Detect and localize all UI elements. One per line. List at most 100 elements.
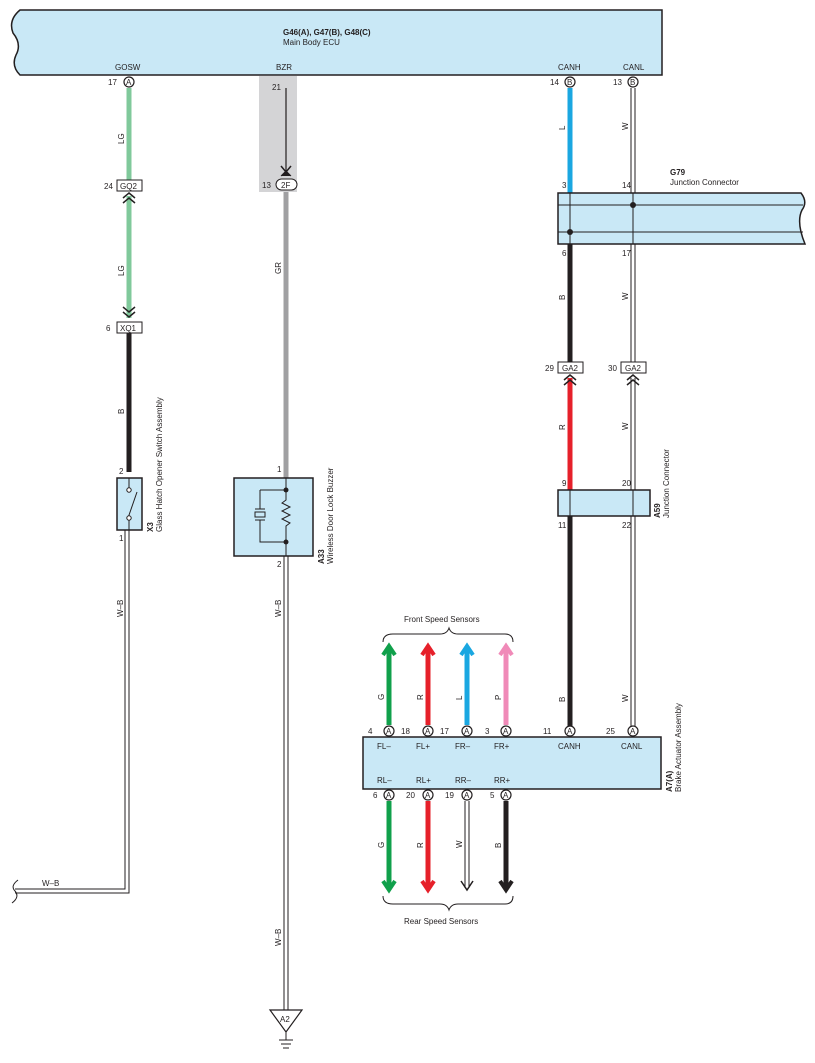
wire-label: R bbox=[558, 424, 567, 430]
g79-pin: 6 bbox=[562, 249, 567, 258]
g79-pin: 17 bbox=[622, 249, 631, 258]
wire-label: W bbox=[621, 694, 630, 702]
terminal-text: A bbox=[425, 727, 431, 736]
connector-xq1: XQ1 6 bbox=[106, 306, 143, 334]
ecu-terminal-gosw: GOSW bbox=[115, 63, 141, 72]
ecu-terminal-canh: CANH bbox=[558, 63, 581, 72]
terminal-text: FL– bbox=[377, 742, 391, 751]
connector-ga2-right-pin: 30 bbox=[608, 364, 617, 373]
ecu-pin-canl: 13 bbox=[613, 78, 622, 87]
a59-pin: 9 bbox=[562, 479, 567, 488]
front-sensors-label: Front Speed Sensors bbox=[404, 615, 480, 624]
ecu-pin-conn-canh: B bbox=[567, 78, 572, 87]
shielded-area bbox=[259, 76, 297, 192]
x3-pin-bottom: 1 bbox=[119, 534, 124, 543]
terminal-text: 4 bbox=[368, 727, 373, 736]
wire-labels: LG LG B W–B W–B GR W–B W–B L B R B W W W… bbox=[42, 122, 630, 946]
terminal-text: 5 bbox=[490, 791, 495, 800]
pin-circle bbox=[422, 725, 434, 737]
wire-arrow bbox=[459, 642, 475, 657]
terminal-text: P bbox=[494, 695, 503, 700]
wire-arrow bbox=[498, 879, 514, 894]
ecu-pin-bzr: 21 bbox=[272, 83, 281, 92]
terminal-text: A bbox=[386, 727, 392, 736]
connector-ga2: GA2 29 GA2 30 bbox=[545, 361, 647, 386]
g79-id: G79 bbox=[670, 168, 686, 177]
brake-actuator-assembly: A7(A) Brake Actuator Assembly bbox=[362, 703, 683, 792]
terminal-text: G bbox=[377, 842, 386, 848]
terminal-text: 20 bbox=[406, 791, 415, 800]
pin-circle bbox=[500, 725, 512, 737]
a59-name: Junction Connector bbox=[662, 449, 671, 518]
terminal-text: 25 bbox=[606, 727, 615, 736]
terminal-text: RR– bbox=[455, 776, 472, 785]
connector-ga2-left-label: GA2 bbox=[562, 364, 579, 373]
x3-name: Glass Hatch Opener Switch Assembly bbox=[155, 397, 164, 532]
terminal-text: A bbox=[503, 727, 509, 736]
junction-connector-g79: G79 Junction Connector 3 14 6 17 bbox=[557, 168, 807, 258]
wire-arrow bbox=[420, 642, 436, 657]
connector-xq1-label: XQ1 bbox=[120, 324, 137, 333]
g79-pin: 14 bbox=[622, 181, 631, 190]
wire-arrow bbox=[381, 879, 397, 894]
connector-2f-label: 2F bbox=[281, 181, 290, 190]
terminal-text: 11 bbox=[543, 727, 552, 736]
wire-label: B bbox=[558, 697, 567, 702]
connector-ga2-left-pin: 29 bbox=[545, 364, 554, 373]
ecu-pins: A 17 21 B 14 B 13 bbox=[108, 76, 639, 92]
pin-circle bbox=[461, 789, 473, 801]
wire-label: LG bbox=[117, 265, 126, 276]
junction-connector-a59: 9 20 11 22 A59 Junction Connector bbox=[557, 449, 671, 530]
connector-ga2-right-label: GA2 bbox=[625, 364, 642, 373]
ecu-terminal-bzr: BZR bbox=[276, 63, 292, 72]
ecu-id: G46(A), G47(B), G48(C) bbox=[283, 28, 371, 37]
ground-label: A2 bbox=[280, 1015, 290, 1024]
wire-label: W bbox=[621, 422, 630, 430]
wire-label: LG bbox=[117, 133, 126, 144]
terminal-text: 3 bbox=[485, 727, 490, 736]
pin-circle bbox=[500, 789, 512, 801]
a59-id: A59 bbox=[653, 503, 662, 518]
pin-circle bbox=[383, 789, 395, 801]
terminal-text: R bbox=[416, 694, 425, 700]
g79-name: Junction Connector bbox=[670, 178, 739, 187]
wire-label: W–B bbox=[274, 600, 283, 617]
a33-id: A33 bbox=[317, 549, 326, 564]
connector-2f: 2F 13 bbox=[262, 165, 298, 191]
wire-arrow bbox=[460, 880, 474, 892]
wire-label: L bbox=[558, 125, 567, 130]
ecu-pin-conn-canl: B bbox=[630, 78, 635, 87]
a33-pin-bottom: 2 bbox=[277, 560, 282, 569]
sensor-wires: GA4FL–RA18FL+LA17FR–PA3FR+A11CANHA25CANL… bbox=[368, 642, 643, 894]
a59-pin: 20 bbox=[622, 479, 631, 488]
a7-id: A7(A) bbox=[665, 770, 674, 792]
connector-xq1-pin: 6 bbox=[106, 324, 111, 333]
connector-gq2: GQ2 24 bbox=[104, 179, 143, 204]
wire-label: W–B bbox=[116, 600, 125, 617]
pin-circle bbox=[564, 725, 576, 737]
terminal-text: CANL bbox=[621, 742, 643, 751]
rear-sensors-label: Rear Speed Sensors bbox=[404, 917, 478, 926]
connector-gq2-label: GQ2 bbox=[120, 182, 137, 191]
terminal-text: W bbox=[455, 840, 464, 848]
ecu-terminal-canl: CANL bbox=[623, 63, 645, 72]
terminal-text: B bbox=[494, 843, 503, 848]
terminal-text: A bbox=[464, 727, 470, 736]
wire-label: W bbox=[621, 292, 630, 300]
terminal-text: A bbox=[386, 791, 392, 800]
x3-pin-top: 2 bbox=[119, 467, 124, 476]
a59-pin: 11 bbox=[558, 521, 567, 530]
x3-id: X3 bbox=[146, 522, 155, 532]
pin-circle bbox=[383, 725, 395, 737]
a33-name: Wireless Door Lock Buzzer bbox=[326, 467, 335, 564]
a7-name: Brake Actuator Assembly bbox=[674, 703, 683, 792]
rear-sensors-group: Rear Speed Sensors bbox=[382, 895, 514, 926]
pin-circle bbox=[422, 789, 434, 801]
connector-gq2-pin: 24 bbox=[104, 182, 113, 191]
terminal-text: RL– bbox=[377, 776, 392, 785]
wire-label: W–B bbox=[42, 879, 59, 888]
terminal-text: A bbox=[425, 791, 431, 800]
wire-arrow bbox=[498, 642, 514, 657]
a59-pin: 22 bbox=[622, 521, 631, 530]
